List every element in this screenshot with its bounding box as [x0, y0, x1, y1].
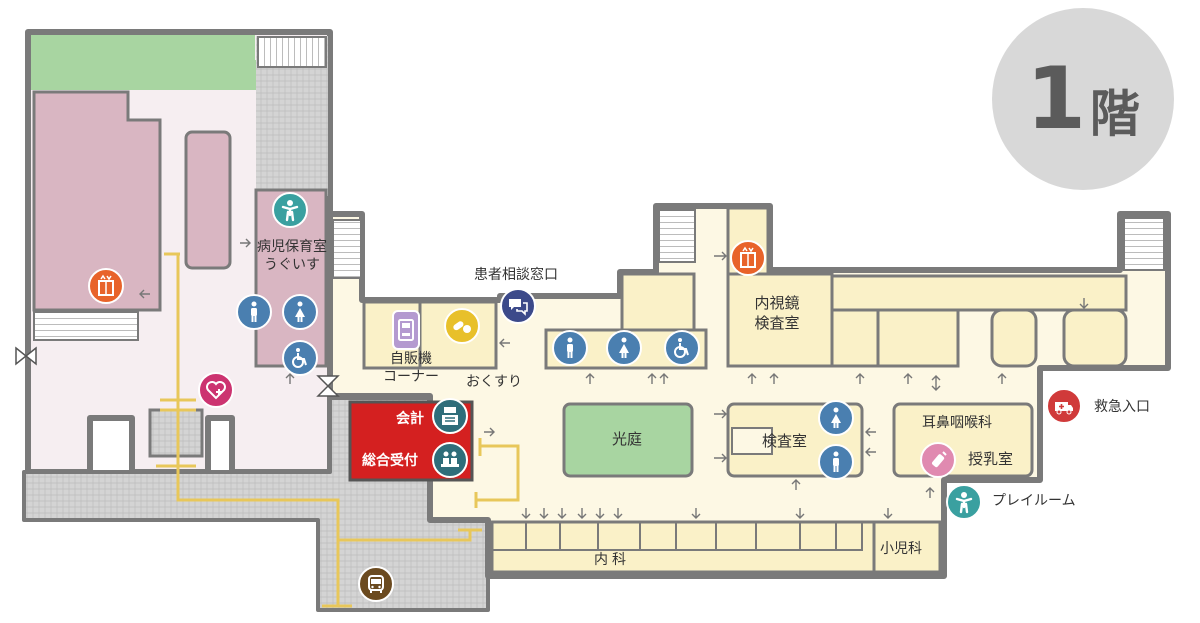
woman-icon	[282, 294, 318, 330]
room-label-endoscopy-line2: 検査室	[754, 313, 800, 332]
elevator-icon	[88, 268, 124, 304]
room-label-vending-line2: コーナー	[383, 369, 439, 386]
room-label-ent: 耳鼻咽喉科	[922, 415, 992, 431]
room-label-sick-child-care: 病児保育室 うぐいす	[254, 238, 330, 274]
room-label-vending: 自販機 コーナー	[376, 350, 446, 386]
elevator-icon	[730, 240, 766, 276]
man-icon	[818, 444, 854, 480]
vending-machine-icon	[392, 310, 420, 350]
reception-icon	[432, 442, 468, 478]
man-icon	[236, 294, 272, 330]
guide-route	[156, 252, 520, 608]
room-label-courtyard: 光庭	[612, 430, 643, 448]
room-label-cashier: 会計	[396, 411, 424, 427]
entrance-markers	[15, 346, 340, 397]
room-label-reception: 総合受付	[362, 453, 418, 469]
wheelchair-icon	[664, 330, 700, 366]
room-label-vending-line1: 自販機	[390, 351, 432, 367]
baby-bottle-icon	[920, 442, 956, 478]
room-label-consultation: 患者相談窓口	[474, 267, 558, 283]
ambulance-icon	[1046, 388, 1082, 424]
room-label-pharmacy: おくすり	[466, 374, 522, 390]
room-label-endoscopy: 内視鏡 検査室	[742, 294, 812, 333]
woman-icon	[606, 330, 642, 366]
room-label-endoscopy-line1: 内視鏡	[754, 294, 800, 312]
bus-icon	[358, 566, 394, 602]
floor-number: 1	[1026, 49, 1086, 149]
heart-plus-icon	[198, 372, 234, 408]
pills-icon	[444, 308, 480, 344]
wheelchair-icon	[282, 340, 318, 376]
floor-badge: 1 階	[992, 8, 1174, 190]
room-label-sick-child-care-line1: 病児保育室	[257, 239, 327, 255]
man-icon	[552, 330, 588, 366]
chat-bubble-icon	[500, 288, 536, 324]
room-label-nursing-room: 授乳室	[968, 450, 1014, 468]
room-label-sick-child-care-line2: うぐいす	[264, 257, 320, 274]
room-label-internal-medicine: 内科	[594, 552, 630, 568]
room-label-emergency: 救急入口	[1094, 399, 1150, 415]
woman-icon	[818, 400, 854, 436]
child-icon	[946, 484, 982, 520]
room-label-pediatrics: 小児科	[880, 541, 922, 557]
room-label-exam-room: 検査室	[762, 432, 808, 450]
room-label-play-room: プレイルーム	[992, 493, 1076, 509]
direction-arrows	[139, 238, 1089, 519]
cash-register-icon	[432, 398, 468, 434]
floor-unit: 階	[1089, 85, 1140, 143]
child-icon	[272, 192, 308, 228]
